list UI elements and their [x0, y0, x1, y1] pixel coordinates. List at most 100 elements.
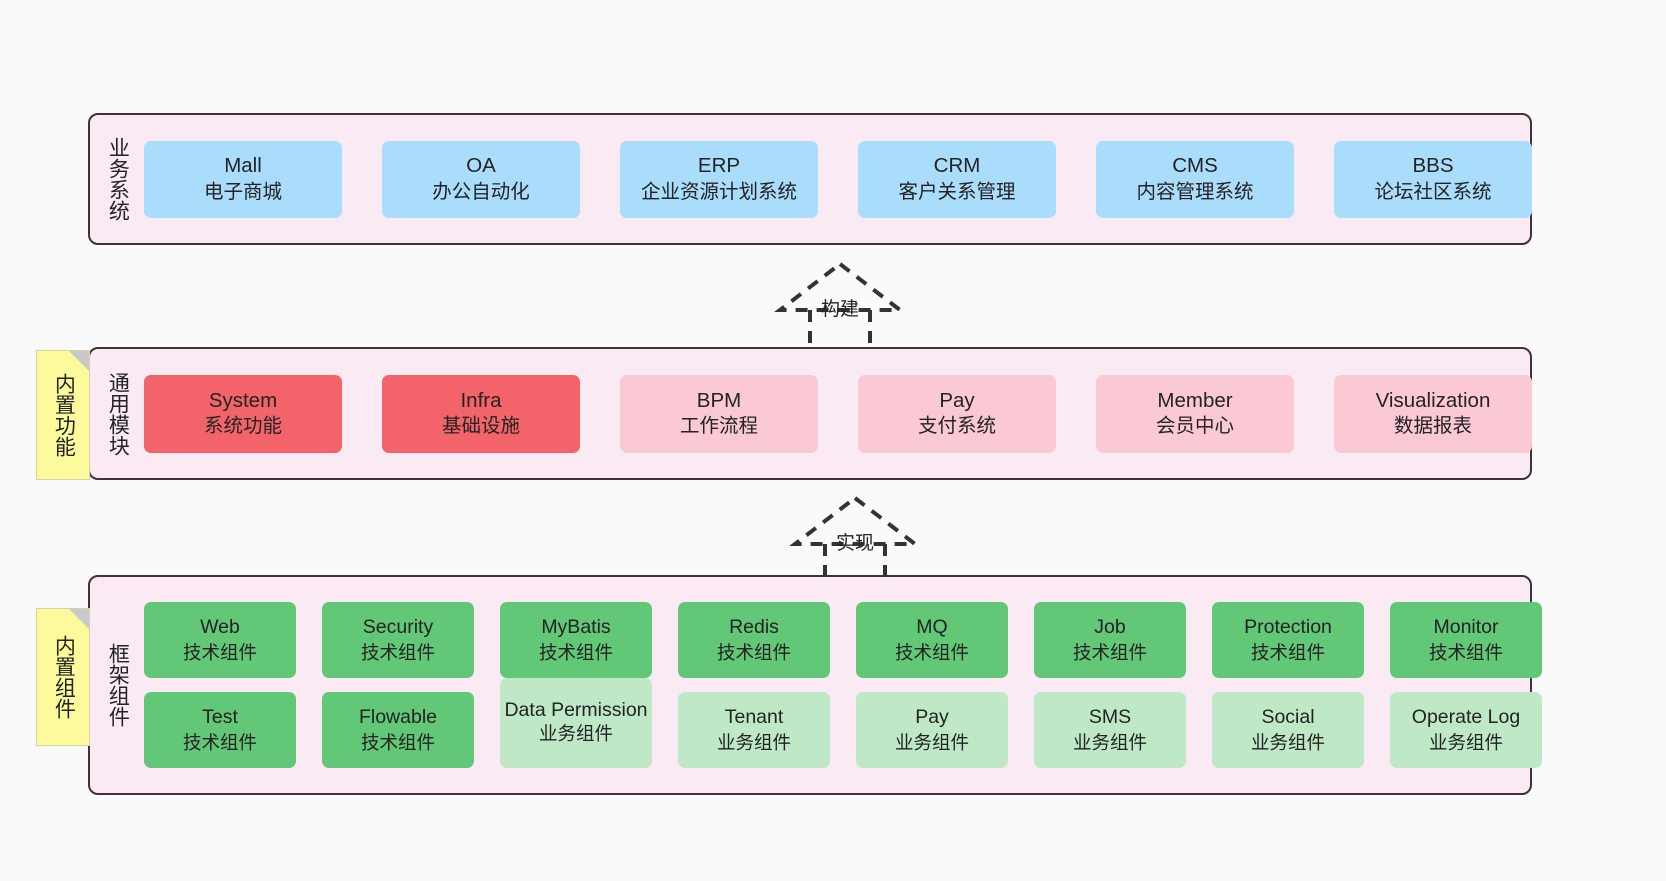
- arrow-build: 构建: [755, 258, 925, 350]
- node-social-en: Social: [1261, 706, 1315, 729]
- arrow-build-label: 构建: [820, 299, 860, 320]
- node-bbs-en: BBS: [1412, 154, 1454, 177]
- node-tenant-cn: 业务组件: [716, 731, 791, 753]
- node-test-en: Test: [202, 706, 238, 729]
- node-operate-log-en: Operate Log: [1411, 706, 1521, 729]
- module-node-row: System 系统功能 Infra 基础设施 BPM 工作流程 Pay 支付系统…: [144, 374, 1532, 453]
- node-bpm[interactable]: BPM 工作流程: [620, 374, 818, 453]
- node-erp-en: ERP: [697, 154, 741, 177]
- node-sms[interactable]: SMS 业务组件: [1034, 692, 1186, 768]
- node-infra[interactable]: Infra 基础设施: [382, 374, 580, 453]
- node-job[interactable]: Job 技术组件: [1034, 602, 1186, 678]
- layer-module-title: 通用模块: [106, 371, 130, 456]
- node-oa[interactable]: OA 办公自动化: [382, 140, 580, 218]
- layer-framework-title: 框架组件: [106, 643, 130, 727]
- node-cms-en: CMS: [1172, 154, 1218, 177]
- node-social[interactable]: Social 业务组件: [1212, 692, 1364, 768]
- node-pay-module[interactable]: Pay 支付系统: [858, 374, 1056, 453]
- node-infra-cn: 基础设施: [441, 415, 520, 438]
- node-erp[interactable]: ERP 企业资源计划系统: [620, 140, 818, 218]
- node-flowable-cn: 技术组件: [360, 731, 435, 753]
- node-flowable-en: Flowable: [358, 706, 438, 729]
- node-protection-en: Protection: [1244, 616, 1332, 639]
- node-bpm-en: BPM: [696, 388, 742, 412]
- node-mq-en: MQ: [916, 616, 948, 639]
- node-security-en: Security: [362, 616, 434, 639]
- layer-module-body: System 系统功能 Infra 基础设施 BPM 工作流程 Pay 支付系统…: [144, 349, 1546, 478]
- node-bpm-cn: 工作流程: [679, 415, 758, 438]
- layer-business-body: Mall 电子商城 OA 办公自动化 ERP 企业资源计划系统 CRM 客户关系…: [144, 115, 1546, 243]
- node-pay-module-en: Pay: [939, 388, 975, 412]
- node-web-en: Web: [200, 616, 240, 639]
- arrow-implement-label: 实现: [835, 533, 875, 554]
- node-tenant[interactable]: Tenant 业务组件: [678, 692, 830, 768]
- node-pay-module-cn: 支付系统: [917, 415, 996, 438]
- node-bbs[interactable]: BBS 论坛社区系统: [1334, 140, 1532, 218]
- node-system-cn: 系统功能: [203, 415, 282, 438]
- node-bbs-cn: 论坛社区系统: [1374, 180, 1492, 203]
- node-pay-component[interactable]: Pay 业务组件: [856, 692, 1008, 768]
- node-tenant-en: Tenant: [724, 706, 784, 729]
- note-builtin-features-label: 内置功能: [52, 373, 76, 457]
- framework-row-tech: Web 技术组件 Security 技术组件 MyBatis 技术组件 Redi…: [144, 602, 1542, 678]
- note-fold-icon: [69, 351, 89, 371]
- node-redis-en: Redis: [729, 616, 779, 639]
- arrow-implement: 实现: [770, 492, 940, 584]
- node-visualization-en: Visualization: [1375, 388, 1491, 412]
- node-job-en: Job: [1094, 616, 1126, 639]
- node-infra-en: Infra: [460, 388, 502, 412]
- node-mybatis-en: MyBatis: [541, 616, 611, 639]
- node-crm[interactable]: CRM 客户关系管理: [858, 140, 1056, 218]
- arrow-implement-shape: [789, 495, 921, 584]
- node-redis[interactable]: Redis 技术组件: [678, 602, 830, 678]
- node-test[interactable]: Test 技术组件: [144, 692, 296, 768]
- layer-framework-body: Web 技术组件 Security 技术组件 MyBatis 技术组件 Redi…: [144, 577, 1556, 793]
- node-visualization-cn: 数据报表: [1393, 415, 1472, 438]
- business-node-row: Mall 电子商城 OA 办公自动化 ERP 企业资源计划系统 CRM 客户关系…: [144, 140, 1532, 218]
- node-web[interactable]: Web 技术组件: [144, 602, 296, 678]
- node-web-cn: 技术组件: [182, 641, 257, 663]
- node-cms[interactable]: CMS 内容管理系统: [1096, 140, 1294, 218]
- node-mybatis-cn: 技术组件: [538, 641, 613, 663]
- node-mybatis[interactable]: MyBatis 技术组件: [500, 602, 652, 678]
- node-protection[interactable]: Protection 技术组件: [1212, 602, 1364, 678]
- node-pay-component-en: Pay: [915, 706, 949, 729]
- node-mq[interactable]: MQ 技术组件: [856, 602, 1008, 678]
- layer-common-modules: 通用模块 System 系统功能 Infra 基础设施 BPM 工作流程 Pay…: [88, 347, 1532, 480]
- node-protection-cn: 技术组件: [1250, 641, 1325, 663]
- arrow-build-shape: [774, 261, 906, 350]
- layer-framework-components: 框架组件 Web 技术组件 Security 技术组件 MyBatis 技术组件…: [88, 575, 1542, 795]
- node-oa-cn: 办公自动化: [432, 180, 530, 203]
- node-crm-en: CRM: [933, 154, 981, 177]
- layer-business-systems: 业务系统 Mall 电子商城 OA 办公自动化 ERP 企业资源计划系统 CRM…: [88, 113, 1532, 245]
- node-pay-component-cn: 业务组件: [894, 731, 969, 753]
- note-builtin-features: 内置功能: [36, 350, 90, 480]
- node-sms-en: SMS: [1088, 706, 1132, 729]
- node-operate-log[interactable]: Operate Log 业务组件: [1390, 692, 1542, 768]
- note-fold-icon: [69, 609, 89, 629]
- node-system-en: System: [208, 388, 278, 412]
- node-system[interactable]: System 系统功能: [144, 374, 342, 453]
- node-member-en: Member: [1157, 388, 1233, 412]
- node-data-permission[interactable]: Data Permission 业务组件: [500, 678, 652, 768]
- node-monitor-en: Monitor: [1433, 616, 1499, 639]
- node-crm-cn: 客户关系管理: [898, 180, 1016, 203]
- node-member-cn: 会员中心: [1155, 415, 1234, 438]
- node-mq-cn: 技术组件: [894, 641, 969, 663]
- node-mall-cn: 电子商城: [203, 180, 282, 203]
- node-erp-cn: 企业资源计划系统: [640, 180, 797, 203]
- node-job-cn: 技术组件: [1072, 641, 1147, 663]
- node-monitor-cn: 技术组件: [1428, 641, 1503, 663]
- node-redis-cn: 技术组件: [716, 641, 791, 663]
- node-data-permission-en: Data Permission: [504, 699, 648, 722]
- node-oa-en: OA: [466, 154, 496, 177]
- node-operate-log-cn: 业务组件: [1428, 731, 1503, 753]
- node-mall[interactable]: Mall 电子商城: [144, 140, 342, 218]
- framework-row-business: Test 技术组件 Flowable 技术组件 Data Permission …: [144, 678, 1542, 768]
- node-flowable[interactable]: Flowable 技术组件: [322, 692, 474, 768]
- node-monitor[interactable]: Monitor 技术组件: [1390, 602, 1542, 678]
- node-visualization[interactable]: Visualization 数据报表: [1334, 374, 1532, 453]
- node-member[interactable]: Member 会员中心: [1096, 374, 1294, 453]
- node-security[interactable]: Security 技术组件: [322, 602, 474, 678]
